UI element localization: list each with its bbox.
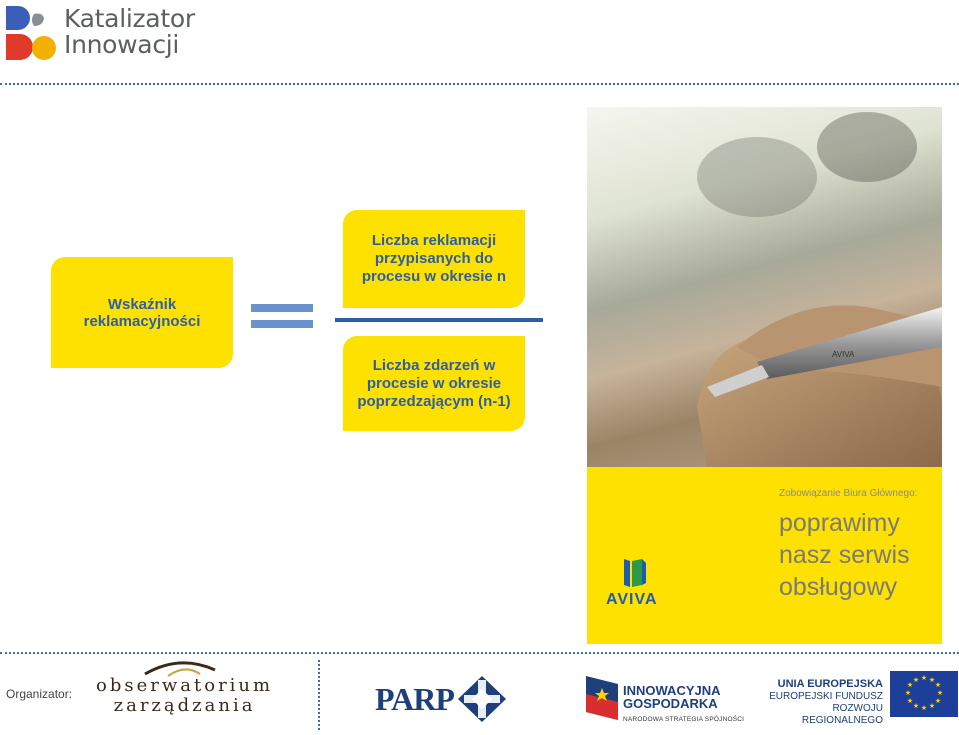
innowacyjna-gospodarka-flag-icon xyxy=(584,674,620,727)
indicator-label-box: Wskaźnik reklamacyjności xyxy=(51,257,233,368)
denominator-box: Liczba zdarzeń w procesie w okresie popr… xyxy=(343,336,525,431)
aviva-logo-icon xyxy=(620,557,650,594)
svg-text:★: ★ xyxy=(921,674,927,682)
obserwatorium-logo-text: obserwatorium zarządzania xyxy=(96,676,273,716)
obs-line-2: zarządzania xyxy=(113,695,256,716)
ue-line-3: ROZWOJU REGIONALNEGO xyxy=(801,703,883,726)
svg-text:★: ★ xyxy=(913,676,919,684)
organizer-label: Organizator: xyxy=(6,687,73,701)
innowacyjna-gospodarka-text: INNOWACYJNA GOSPODARKA NARODOWA STRATEGI… xyxy=(623,684,744,726)
poster-headline-1: poprawimy xyxy=(779,509,900,537)
pen-brand: AVIVA xyxy=(832,350,855,359)
footer-vertical-divider xyxy=(318,660,320,730)
numerator-box: Liczba reklamacji przypisanych do proces… xyxy=(343,210,525,308)
poster-headline-3: obsługowy xyxy=(779,573,898,601)
poster-yellow-panel: Zobowiązanie Biura Głównego: poprawimy n… xyxy=(587,467,942,644)
svg-text:★: ★ xyxy=(935,681,941,689)
hand-with-pen-photo: AVIVA xyxy=(587,107,942,467)
svg-text:★: ★ xyxy=(921,704,927,712)
numerator-text: Liczba reklamacji przypisanych do proces… xyxy=(361,232,507,285)
ig-line-2: GOSPODARKA xyxy=(623,696,718,711)
header-divider xyxy=(0,83,959,85)
denominator-text: Liczba zdarzeń w procesie w okresie popr… xyxy=(357,356,511,410)
obs-line-1: obserwatorium xyxy=(96,675,274,696)
svg-text:★: ★ xyxy=(907,697,913,705)
poster-subtitle: Zobowiązanie Biura Głównego: xyxy=(779,488,918,499)
aviva-brand: AVIVA xyxy=(606,591,658,608)
katalizator-logo-text: Katalizator Innowacji xyxy=(64,6,195,58)
eu-fund-text: UNIA EUROPEJSKA EUROPEJSKI FUNDUSZ ROZWO… xyxy=(768,678,883,727)
parp-logo-icon xyxy=(458,676,506,727)
katalizator-logo-icon xyxy=(4,4,60,62)
poster-headline-2: nasz serwis xyxy=(779,541,910,569)
parp-logo-text: PARP xyxy=(375,681,455,717)
svg-text:★: ★ xyxy=(905,689,911,697)
svg-text:★: ★ xyxy=(929,676,935,684)
svg-text:★: ★ xyxy=(913,702,919,710)
svg-text:★: ★ xyxy=(907,681,913,689)
ig-line-3: NARODOWA STRATEGIA SPÓJNOŚCI xyxy=(623,716,745,723)
logo-line-2: Innowacji xyxy=(64,30,180,59)
equals-sign-bottom xyxy=(251,320,313,328)
ig-line-1: INNOWACYJNA xyxy=(623,683,721,698)
svg-text:★: ★ xyxy=(935,697,941,705)
svg-text:★: ★ xyxy=(929,702,935,710)
obserwatorium-logo-icon xyxy=(140,660,220,683)
ue-line-2: EUROPEJSKI FUNDUSZ xyxy=(769,691,883,702)
logo-line-1: Katalizator xyxy=(64,4,195,33)
eu-flag-icon: ★★★★ ★★★★ ★★★★ xyxy=(890,671,958,717)
indicator-label: Wskaźnik reklamacyjności xyxy=(83,295,201,330)
svg-text:★: ★ xyxy=(937,689,943,697)
equals-sign-top xyxy=(251,304,313,312)
fraction-line xyxy=(335,318,543,322)
ue-line-1: UNIA EUROPEJSKA xyxy=(777,678,883,690)
footer-divider xyxy=(0,652,959,654)
